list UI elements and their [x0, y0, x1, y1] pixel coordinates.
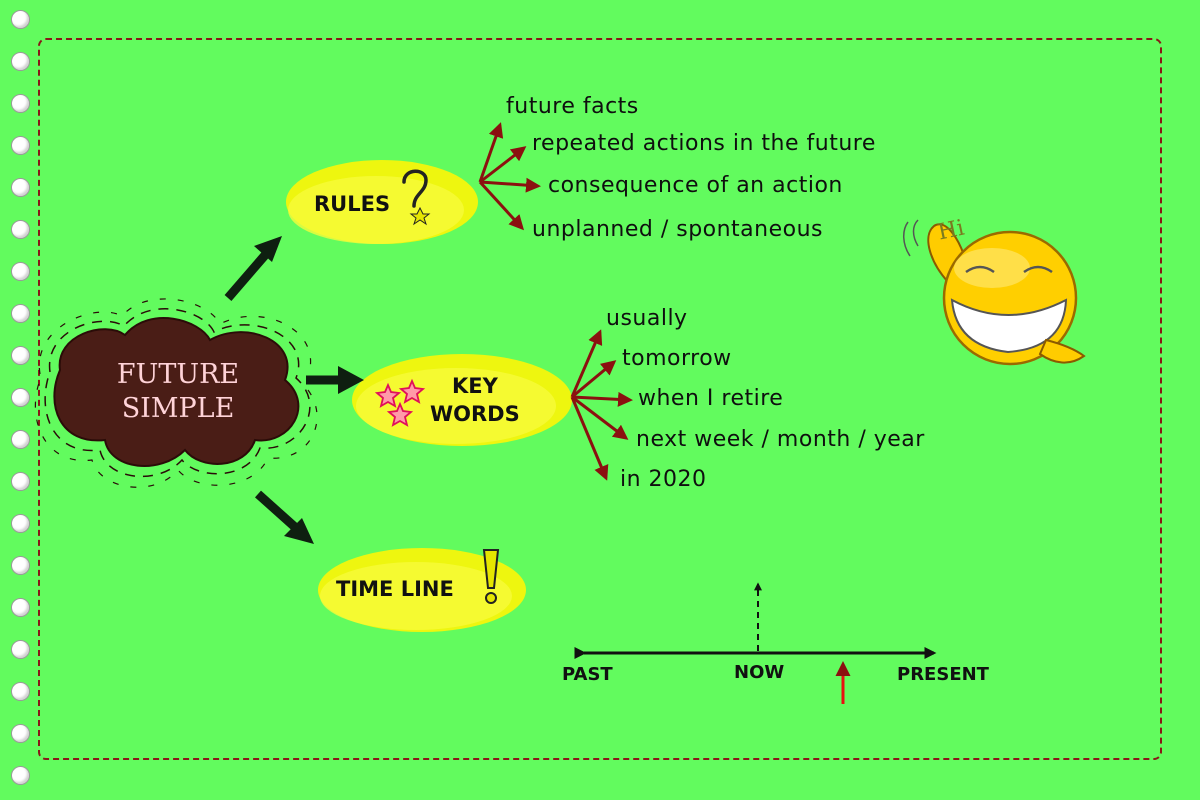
stars-icon	[374, 378, 426, 427]
rules-item: repeated actions in the future	[532, 131, 876, 156]
key-word-item: next week / month / year	[636, 427, 925, 452]
binder-ring	[11, 304, 30, 323]
arrow-to-key-words	[306, 366, 364, 394]
future-simple-blob	[34, 298, 318, 488]
key-words-label: KEY WORDS	[430, 372, 520, 428]
rules-item: future facts	[506, 94, 639, 119]
smiley-hi-text: Hi	[935, 215, 967, 246]
binder-ring	[11, 556, 30, 575]
smiley-waving-icon	[903, 219, 1086, 366]
binder-ring	[11, 682, 30, 701]
binder-ring	[11, 514, 30, 533]
rules-item: consequence of an action	[548, 173, 843, 198]
rules-branch-arrows	[478, 122, 541, 231]
title-line-2: SIMPLE	[121, 393, 235, 424]
key-words-branch-arrows	[570, 329, 633, 481]
binder-ring	[11, 178, 30, 197]
key-words-line-1: KEY	[451, 374, 498, 398]
key-word-item: in 2020	[620, 467, 707, 492]
binder-ring	[11, 640, 30, 659]
binder-ring	[11, 472, 30, 491]
rules-item: unplanned / spontaneous	[532, 217, 824, 242]
time-line-axis	[574, 582, 937, 704]
time-line-present: PRESENT	[897, 664, 989, 685]
key-word-item: tomorrow	[622, 346, 732, 371]
binder-ring	[11, 220, 30, 239]
binder-ring	[11, 10, 30, 29]
arrow-to-time-line	[254, 490, 314, 544]
key-word-item: when I retire	[638, 386, 784, 411]
binder-ring	[11, 388, 30, 407]
binder-ring	[11, 94, 30, 113]
binder-ring	[11, 766, 30, 785]
rules-label: RULES	[314, 192, 391, 216]
future-simple-title: FUTURE SIMPLE	[114, 358, 242, 426]
question-mark-icon	[402, 169, 431, 226]
time-line-now: NOW	[734, 662, 785, 683]
key-words-line-2: WORDS	[430, 402, 520, 426]
time-line-past: PAST	[562, 664, 613, 685]
exclamation-mark-icon	[482, 549, 500, 604]
dashed-frame	[38, 38, 1162, 760]
binder-ring	[11, 598, 30, 617]
binder-ring	[11, 724, 30, 743]
binder-ring	[11, 262, 30, 281]
time-line-bubble	[318, 548, 526, 632]
arrow-to-rules	[224, 236, 282, 301]
key-word-item: usually	[606, 306, 688, 331]
binder-ring	[11, 136, 30, 155]
binder-ring	[11, 430, 30, 449]
title-line-1: FUTURE	[116, 359, 240, 390]
time-line-label: TIME LINE	[336, 577, 454, 601]
binder-ring	[11, 52, 30, 71]
binder-ring	[11, 346, 30, 365]
